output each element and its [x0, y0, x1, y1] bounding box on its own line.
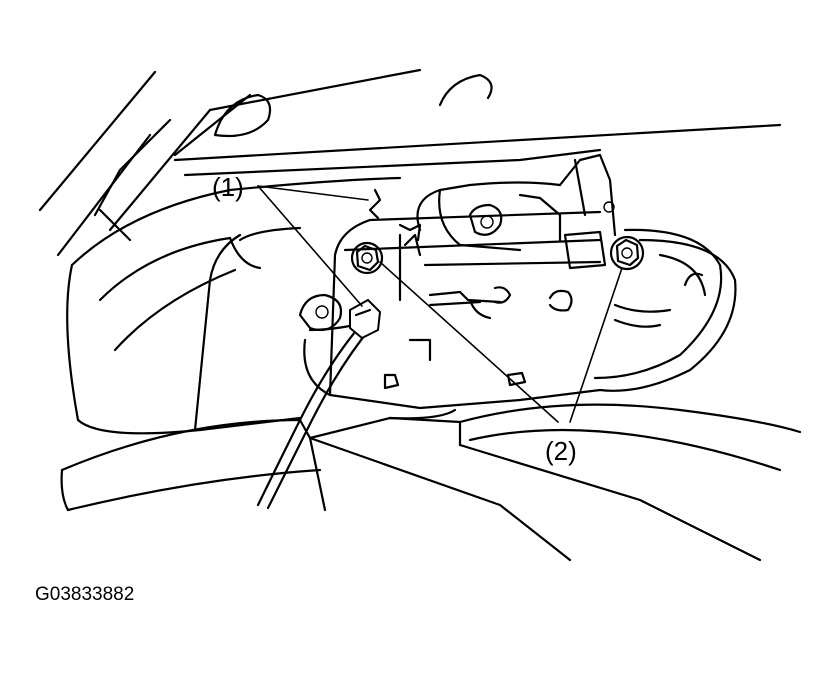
right-trim-panel: [593, 228, 737, 392]
bolt-left: [350, 241, 384, 275]
callout-2: (2): [545, 436, 577, 466]
dashboard-housing: [38, 68, 782, 267]
lower-bolster: [298, 403, 802, 562]
leader-lines: [257, 185, 623, 423]
bolt-right: [609, 235, 645, 271]
figure-id: G03833882: [35, 584, 134, 605]
column-cover: [60, 226, 322, 512]
key-lock-assembly: [303, 153, 672, 410]
cable-harness: [256, 293, 382, 510]
callout-1: (1): [212, 172, 244, 202]
